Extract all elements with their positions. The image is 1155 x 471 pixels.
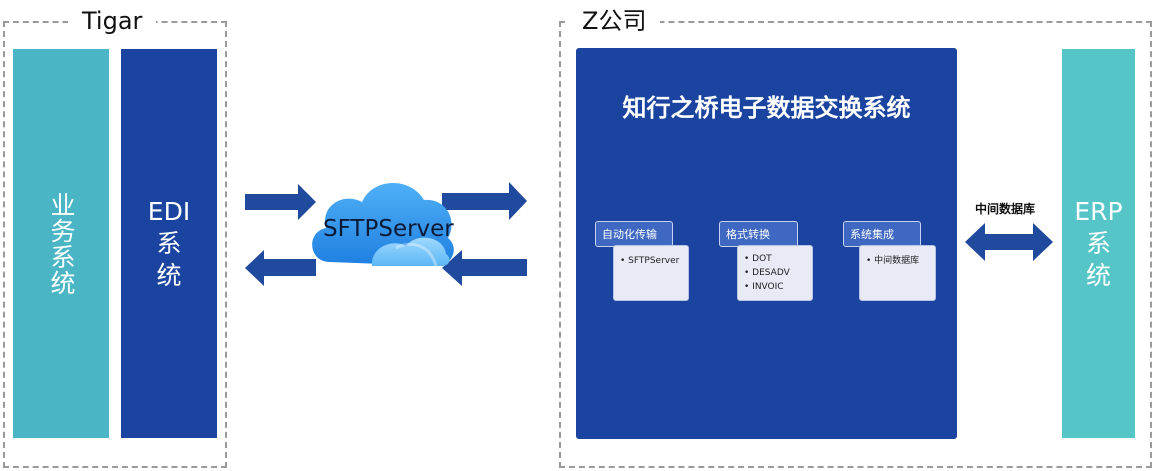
cloud-label: SFTPServer [323, 216, 454, 242]
edi-platform-panel: 知行之桥电子数据交换系统 自动化传输 SFTPServer 格式转换 DOT D… [576, 48, 957, 439]
arrow-left-icon [442, 250, 527, 286]
double-arrow-icon [965, 223, 1053, 261]
z-company-group-title: Z公司 [568, 6, 661, 36]
edi-system-block: EDI 系 统 [121, 49, 217, 438]
step-head-format-convert: 格式转换 [719, 221, 798, 247]
erp-system-label: ERP 系 统 [1074, 196, 1123, 290]
business-system-label: 业务系统 [47, 191, 76, 296]
step-item: INVOIC [744, 280, 806, 294]
business-system-block: 业务系统 [13, 49, 109, 438]
platform-title: 知行之桥电子数据交换系统 [622, 94, 911, 122]
step-card-format-convert: DOT DESADV INVOIC [737, 245, 813, 301]
middle-database-label: 中间数据库 [975, 202, 1036, 216]
z-company-group-box [559, 21, 1152, 468]
tigar-group-title: Tigar [68, 6, 157, 36]
step-head-auto-transfer: 自动化传输 [595, 221, 673, 247]
arrow-left-icon [245, 250, 316, 286]
arrow-right-icon [442, 182, 527, 220]
erp-system-block: ERP 系 统 [1062, 49, 1135, 438]
step-item: 中间数据库 [866, 254, 929, 268]
step-card-auto-transfer: SFTPServer [613, 245, 689, 301]
step-head-system-integration: 系统集成 [843, 221, 921, 247]
step-item: DESADV [744, 266, 806, 280]
edi-system-label: EDI 系 统 [147, 196, 191, 290]
arrow-right-icon [245, 184, 316, 220]
step-card-system-integration: 中间数据库 [859, 245, 936, 301]
step-item: SFTPServer [620, 254, 682, 268]
step-item: DOT [744, 252, 806, 266]
cloud-icon [312, 182, 454, 267]
